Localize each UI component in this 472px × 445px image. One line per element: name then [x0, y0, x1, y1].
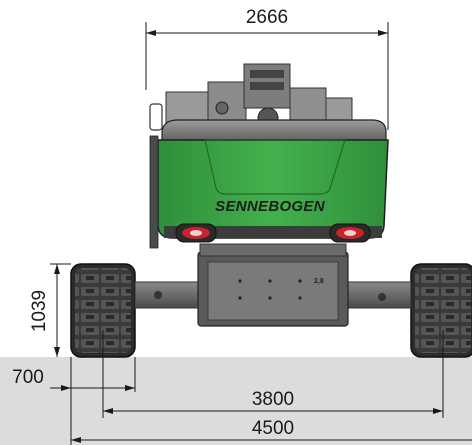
- dimension-lines: [50, 22, 472, 445]
- taillight-left: [175, 223, 217, 243]
- ground-band: [0, 357, 472, 445]
- beam-bolt-right: [378, 293, 386, 301]
- dim-overall-width: 4500: [252, 418, 294, 439]
- engine-hood: [161, 119, 387, 143]
- dim-track-gauge: 3800: [252, 389, 294, 410]
- plate-label: 2,8: [314, 278, 324, 285]
- carbody: 2,8: [197, 251, 349, 327]
- brand-logo: SENNEBOGEN: [215, 198, 326, 215]
- dim-top-width: 2666: [246, 7, 288, 28]
- taillight-right: [329, 223, 371, 243]
- slewing-ring: [199, 243, 347, 257]
- left-track: [70, 263, 136, 358]
- dimension-arrows: [54, 30, 443, 443]
- left-mirror: [149, 103, 163, 131]
- dim-track-height: 1039: [29, 290, 50, 332]
- beam-bolt-left: [154, 291, 162, 299]
- right-track: [410, 263, 472, 358]
- side-ladder: [149, 135, 159, 249]
- dim-track-width: 700: [12, 367, 44, 388]
- counterweight-body: SENNEBOGEN: [149, 135, 389, 249]
